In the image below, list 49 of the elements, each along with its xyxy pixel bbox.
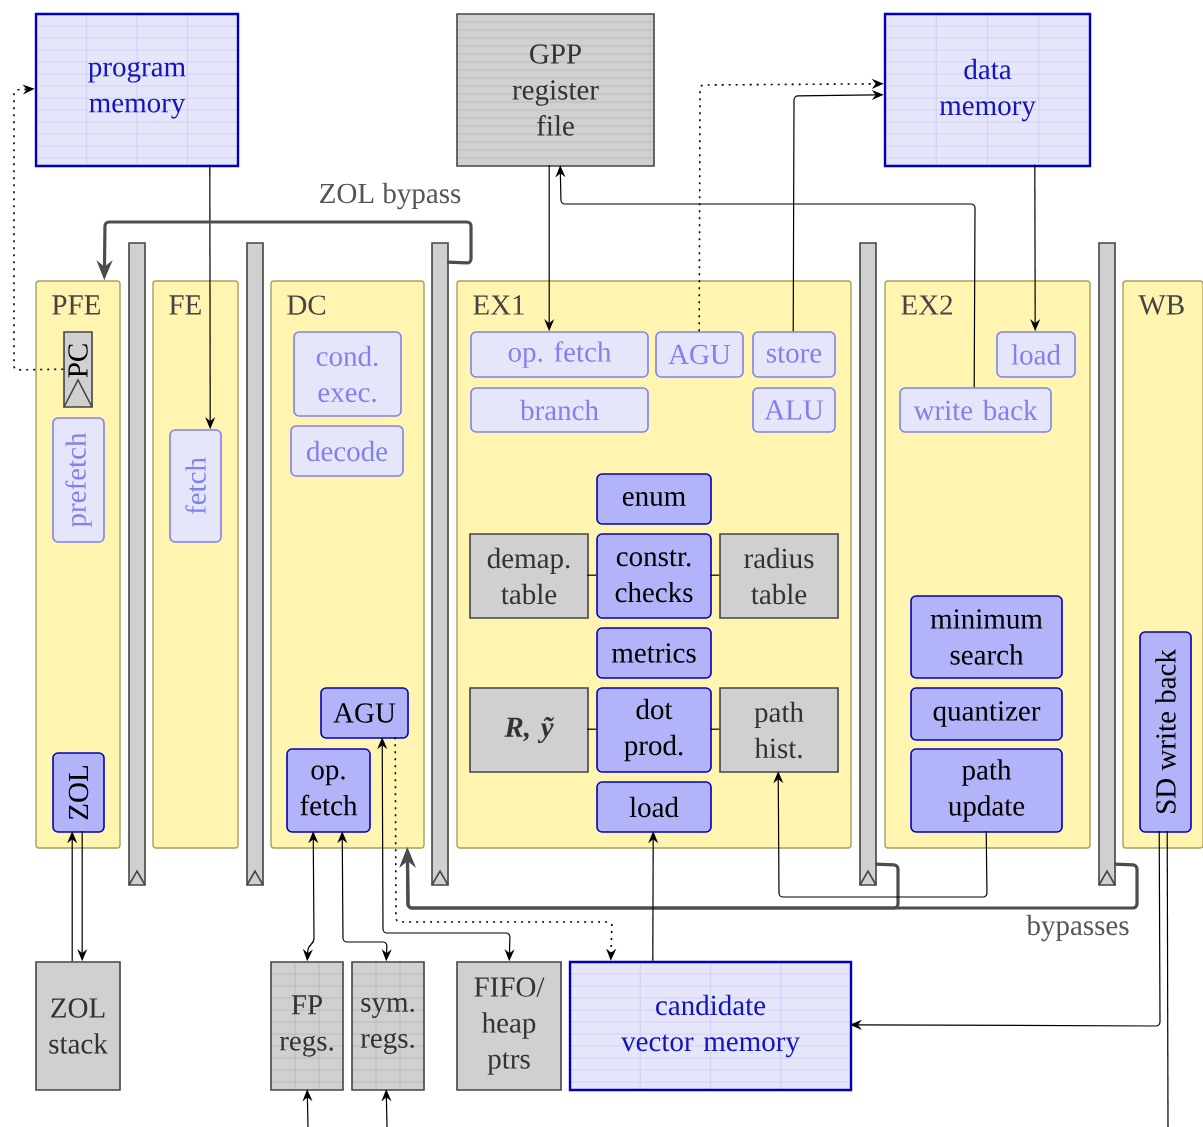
table-box: ZOL stack [35,961,121,1091]
pc-register: PC [63,331,93,408]
unit-box: fetch [169,429,222,543]
unit-box: constr. checks [596,533,712,619]
table-box: path hist. [719,687,839,773]
unit-box: write back [899,387,1052,433]
pipeline-register-bar [859,242,877,886]
unit-box: enum [596,473,712,525]
unit-box: load [596,781,712,833]
unit-box: AGU [320,687,409,739]
unit-box: prefetch [52,417,105,543]
table-box: FIFO/ heap ptrs [456,961,562,1091]
arrow [13,84,64,371]
unit-box: path update [910,748,1063,833]
unit-box: AGU [655,331,744,378]
memory-block: candidate vector memory [568,960,853,1092]
table-box: demap. table [469,533,589,619]
unit-box: load [996,331,1076,378]
unit-box: quantizer [910,687,1063,741]
connector-line [586,574,597,576]
pipeline-register-bar [431,242,449,886]
unit-box: dot prod. [596,687,712,773]
register-file-block: GPP register file [456,13,655,167]
connector-line [1166,830,1169,1127]
table-box: R, ỹ [469,687,589,773]
unit-box: store [752,331,836,378]
unit-box: ZOL [52,752,105,833]
unit-box: branch [470,387,649,433]
unit-box: metrics [596,627,712,679]
unit-box: ALU [752,387,836,433]
unit-box: cond. exec. [293,331,402,417]
pipeline-register-bar [128,242,146,886]
unit-box: op. fetch [470,331,649,378]
unit-box: op. fetch [286,748,371,833]
unit-box: minimum search [910,595,1063,679]
pipeline-register-bar [1098,242,1116,886]
connector-line [586,728,597,730]
memory-block: program memory [34,12,240,168]
table-box: radius table [719,533,839,619]
pipeline-register-bar [246,242,264,886]
edge-label: ZOL bypass [316,180,464,212]
connector-line [709,574,720,576]
memory-block: data memory [883,12,1092,168]
connector-line [709,728,720,730]
edge-label: bypasses [1024,912,1132,944]
unit-box: decode [290,425,404,477]
unit-box: SD write back [1139,631,1192,833]
register-block: FP regs. [270,961,344,1091]
register-block: sym. regs. [351,961,425,1091]
